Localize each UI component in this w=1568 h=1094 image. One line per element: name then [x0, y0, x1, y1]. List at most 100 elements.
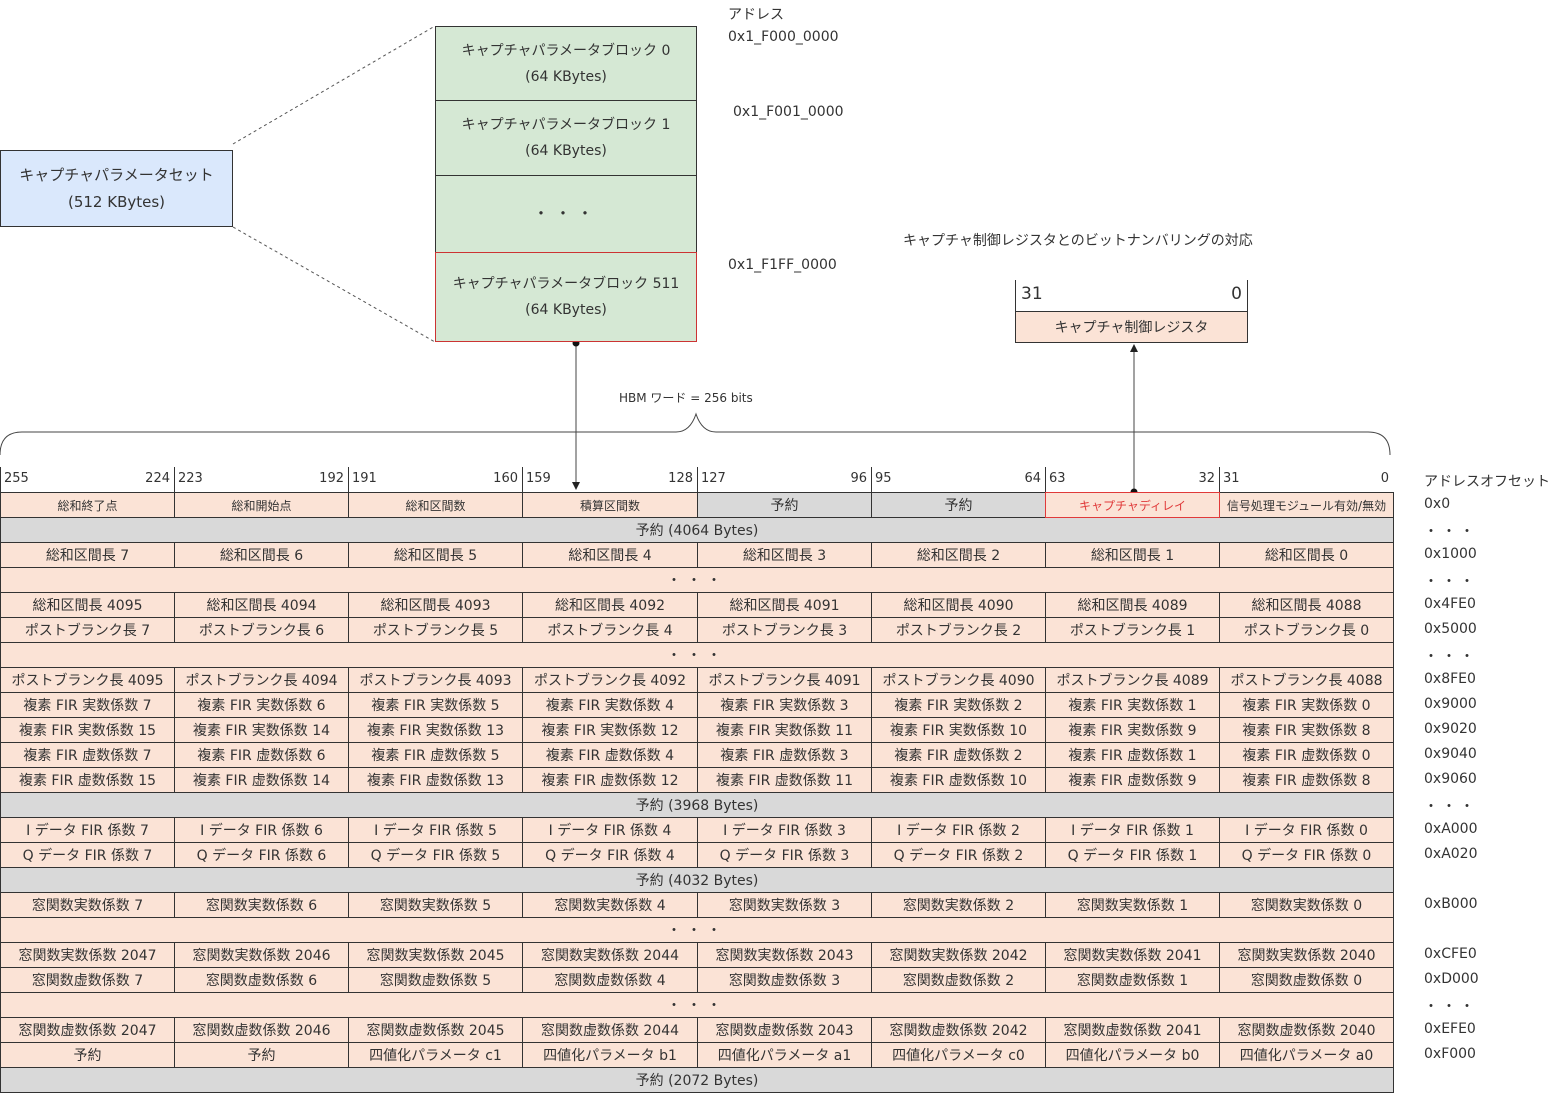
- address-offset: 0x0: [1424, 496, 1451, 512]
- table-cell: 四値化パラメータ a0: [1219, 1042, 1394, 1068]
- table-cell: 複素 FIR 虚数係数 11: [697, 767, 872, 793]
- address-offset: 0x9020: [1424, 721, 1477, 737]
- table-cell: 総和区間長 6: [174, 542, 349, 568]
- table-cell: ポストブランク長 4089: [1045, 667, 1220, 693]
- ellipsis-band: ・・・: [0, 567, 1394, 593]
- control-register-caption: キャプチャ制御レジスタとのビットナンバリングの対応: [903, 233, 1253, 249]
- table-cell: 窓関数虚数係数 7: [0, 967, 175, 993]
- table-cell: 複素 FIR 実数係数 1: [1045, 692, 1220, 718]
- table-cell: 窓関数虚数係数 2041: [1045, 1017, 1220, 1043]
- table-cell: 窓関数実数係数 2046: [174, 942, 349, 968]
- table-cell: 四値化パラメータ c0: [871, 1042, 1046, 1068]
- table-cell: I データ FIR 係数 5: [348, 817, 523, 843]
- table-cell: 窓関数実数係数 2044: [522, 942, 698, 968]
- parameter-set-size: (512 KBytes): [67, 192, 166, 211]
- table-cell: 複素 FIR 虚数係数 8: [1219, 767, 1394, 793]
- table-cell: 窓関数実数係数 4: [522, 892, 698, 918]
- table-cell: 複素 FIR 虚数係数 7: [0, 742, 175, 768]
- table-cell: 総和終了点: [0, 492, 175, 518]
- parameter-block-ellipsis: ・・・: [435, 175, 697, 253]
- table-cell: ポストブランク長 5: [348, 617, 523, 643]
- table-cell: 複素 FIR 虚数係数 2: [871, 742, 1046, 768]
- table-cell: 複素 FIR 虚数係数 15: [0, 767, 175, 793]
- reserved-band: 予約 (4032 Bytes): [0, 867, 1394, 893]
- address-offset: 0x4FE0: [1424, 596, 1476, 612]
- block-511-address: 0x1_F1FF_0000: [728, 257, 837, 273]
- table-cell: 信号処理モジュール有効/無効: [1219, 492, 1394, 518]
- table-cell: 総和区間長 5: [348, 542, 523, 568]
- table-cell: 予約: [174, 1042, 349, 1068]
- table-cell: 予約: [871, 492, 1046, 518]
- address-offset: 0xCFE0: [1424, 946, 1477, 962]
- table-cell: 複素 FIR 虚数係数 12: [522, 767, 698, 793]
- bit-range-low: 96: [850, 471, 867, 486]
- table-cell: ポストブランク長 7: [0, 617, 175, 643]
- address-offset: ・・・: [1424, 524, 1478, 540]
- table-cell: 積算区間数: [522, 492, 698, 518]
- address-header: アドレス: [728, 7, 784, 23]
- table-cell: 窓関数実数係数 6: [174, 892, 349, 918]
- bit-range-high: 223: [178, 471, 203, 486]
- table-cell: 窓関数虚数係数 2045: [348, 1017, 523, 1043]
- table-cell: 窓関数実数係数 5: [348, 892, 523, 918]
- bit-range-low: 128: [668, 471, 693, 486]
- parameter-block-1: キャプチャパラメータブロック 1 (64 KBytes): [435, 100, 697, 176]
- address-offset-header: アドレスオフセット: [1424, 474, 1550, 490]
- reserved-band: 予約 (2072 Bytes): [0, 1067, 1394, 1093]
- table-cell: Q データ FIR 係数 0: [1219, 842, 1394, 868]
- address-offset: 0xF000: [1424, 1046, 1476, 1062]
- table-cell: 複素 FIR 実数係数 14: [174, 717, 349, 743]
- table-cell: 複素 FIR 実数係数 9: [1045, 717, 1220, 743]
- table-cell: 窓関数虚数係数 5: [348, 967, 523, 993]
- table-cell: ポストブランク長 4093: [348, 667, 523, 693]
- table-cell: 複素 FIR 虚数係数 10: [871, 767, 1046, 793]
- table-cell: 総和区間長 4095: [0, 592, 175, 618]
- bit-range-low: 64: [1024, 471, 1041, 486]
- bit-range-high: 255: [4, 471, 29, 486]
- table-cell: 窓関数実数係数 2040: [1219, 942, 1394, 968]
- zoom-line-bottom: [232, 226, 436, 343]
- table-cell: 四値化パラメータ b1: [522, 1042, 698, 1068]
- table-cell: 窓関数虚数係数 2043: [697, 1017, 872, 1043]
- parameter-set-box: キャプチャパラメータセット (512 KBytes): [0, 150, 233, 227]
- table-cell: 窓関数虚数係数 2042: [871, 1017, 1046, 1043]
- table-cell: I データ FIR 係数 0: [1219, 817, 1394, 843]
- table-cell: 複素 FIR 虚数係数 6: [174, 742, 349, 768]
- table-cell: I データ FIR 係数 6: [174, 817, 349, 843]
- table-cell: 窓関数虚数係数 2047: [0, 1017, 175, 1043]
- address-offset: 0x1000: [1424, 546, 1477, 562]
- table-cell: 総和区間長 4091: [697, 592, 872, 618]
- table-cell: 窓関数実数係数 7: [0, 892, 175, 918]
- table-cell: 総和区間長 1: [1045, 542, 1220, 568]
- table-cell: 複素 FIR 実数係数 4: [522, 692, 698, 718]
- bit-range-4: 127 96: [697, 467, 871, 492]
- address-offset: 0x5000: [1424, 621, 1477, 637]
- table-cell: ポストブランク長 4091: [697, 667, 872, 693]
- bit-range-high: 127: [701, 471, 726, 486]
- block-0-address: 0x1_F000_0000: [728, 29, 839, 45]
- ellipsis-band: ・・・: [0, 992, 1394, 1018]
- control-register-bit-low: 0: [1231, 284, 1242, 304]
- table-cell: 窓関数虚数係数 4: [522, 967, 698, 993]
- table-cell: Q データ FIR 係数 2: [871, 842, 1046, 868]
- table-cell: 複素 FIR 実数係数 5: [348, 692, 523, 718]
- table-cell: Q データ FIR 係数 7: [0, 842, 175, 868]
- table-cell: 総和区間長 4093: [348, 592, 523, 618]
- ellipsis-band: ・・・: [0, 917, 1394, 943]
- parameter-block-0-size: (64 KBytes): [525, 68, 607, 85]
- table-cell: 窓関数虚数係数 2040: [1219, 1017, 1394, 1043]
- address-offset: 0xA000: [1424, 821, 1478, 837]
- table-cell: 窓関数実数係数 2045: [348, 942, 523, 968]
- table-cell: 複素 FIR 虚数係数 4: [522, 742, 698, 768]
- parameter-block-1-size: (64 KBytes): [525, 143, 607, 159]
- table-cell: I データ FIR 係数 2: [871, 817, 1046, 843]
- zoom-line-top: [232, 25, 436, 145]
- address-offset: 0x9040: [1424, 746, 1477, 762]
- table-cell: 複素 FIR 虚数係数 1: [1045, 742, 1220, 768]
- table-cell: 総和区間長 4: [522, 542, 698, 568]
- bit-range-low: 160: [493, 471, 518, 486]
- table-cell: 複素 FIR 実数係数 11: [697, 717, 872, 743]
